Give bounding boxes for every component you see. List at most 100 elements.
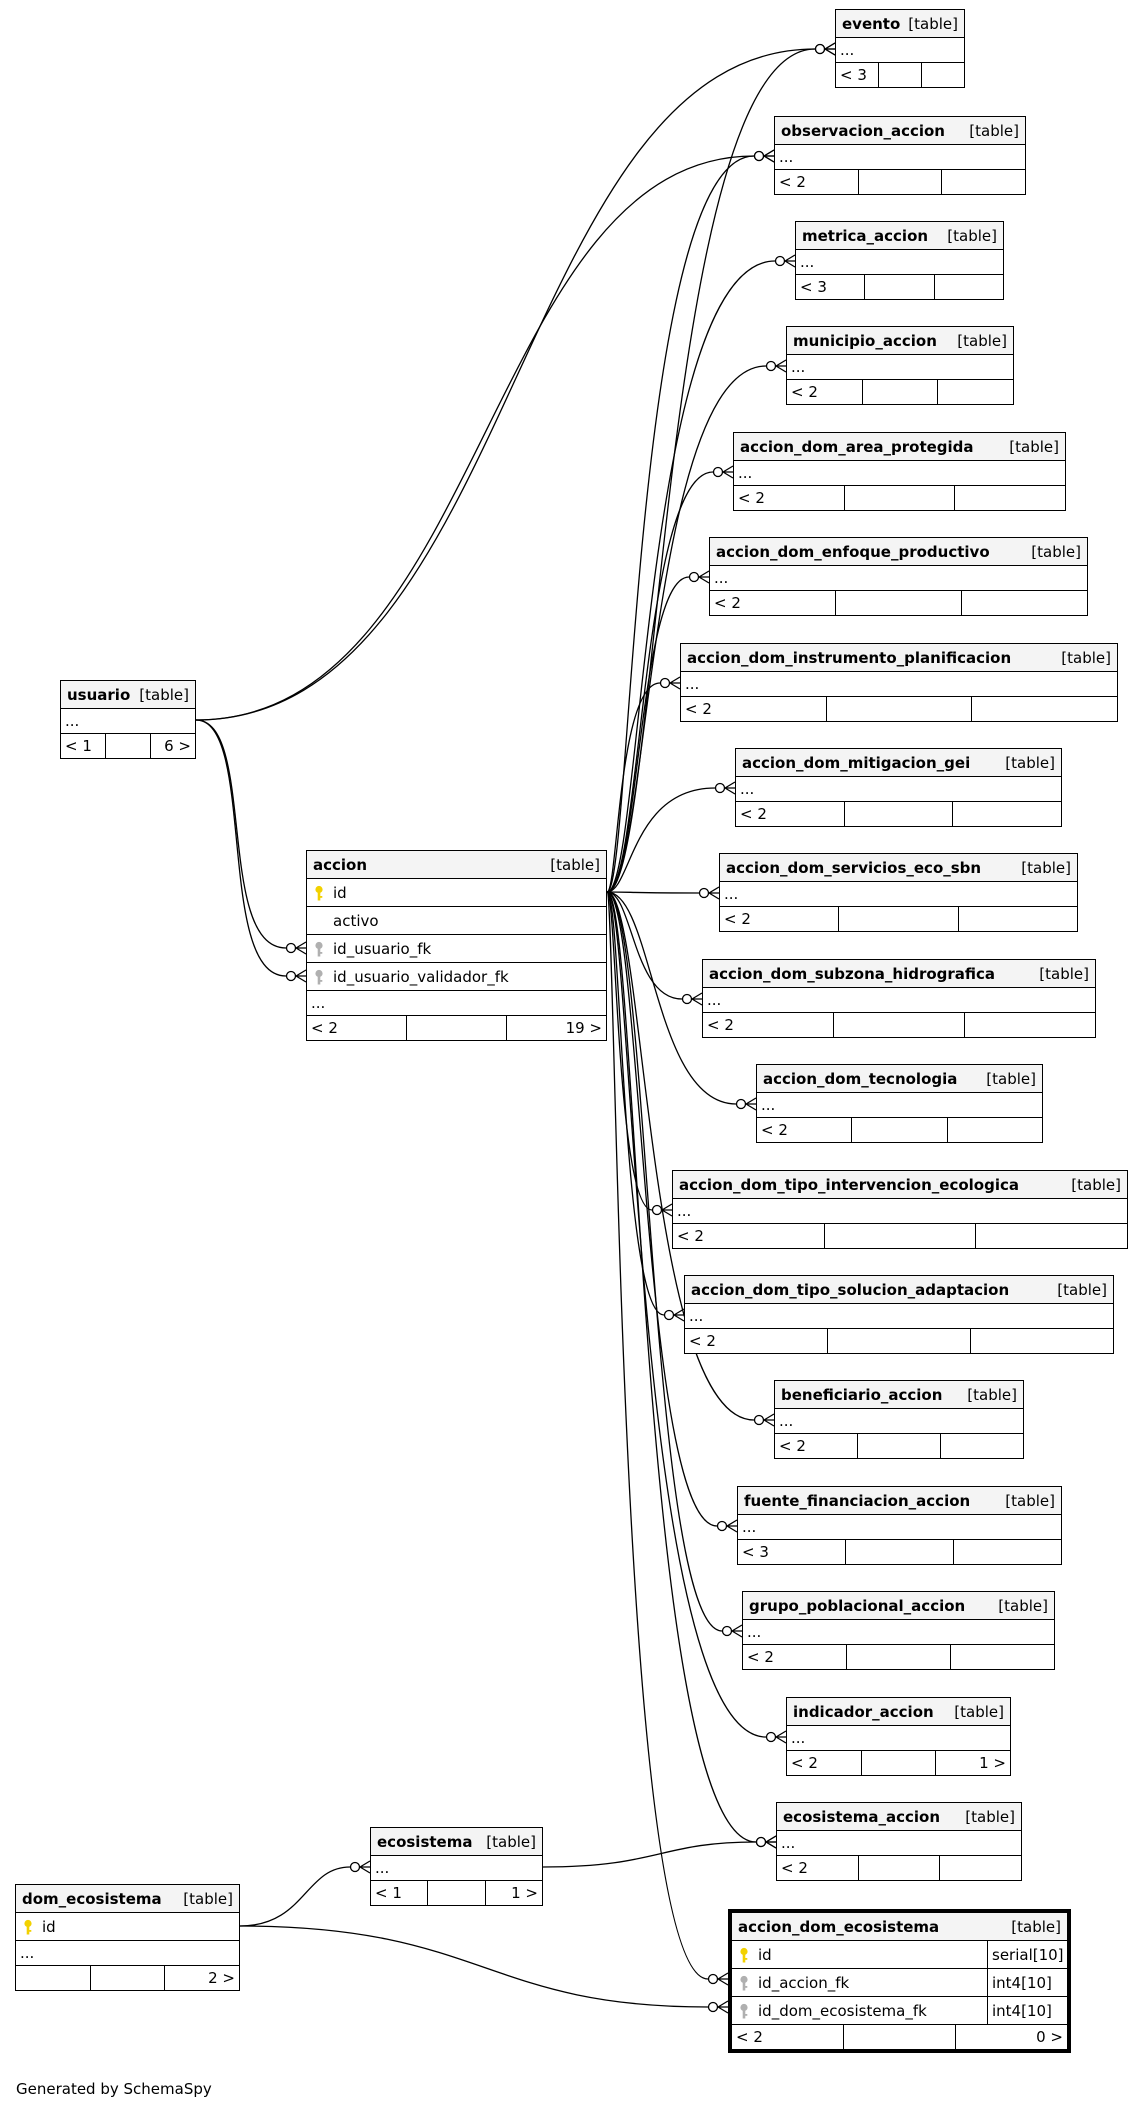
more-columns: ...	[16, 1941, 239, 1966]
table-footer: < 2	[787, 380, 1013, 404]
table-footer: < 2 1 >	[787, 1751, 1010, 1775]
relationship-line	[606, 891, 700, 894]
relationship-line	[606, 576, 690, 893]
parents-count: < 2	[714, 594, 741, 612]
relationship-line	[606, 891, 709, 1980]
footer-middle	[857, 1856, 940, 1880]
column-row[interactable]: activo	[307, 907, 606, 935]
footer-middle	[843, 486, 955, 510]
children-count	[971, 697, 1117, 721]
parents-count: < 2	[791, 383, 818, 401]
table-accion-dom-enfoque-productivo[interactable]: accion_dom_enfoque_productivo[table]...<…	[709, 537, 1088, 616]
foreign-key-icon	[313, 941, 325, 957]
table-name: municipio_accion	[793, 331, 937, 350]
relationship-line	[606, 155, 755, 893]
column-row[interactable]: id_usuario_fk	[307, 935, 606, 963]
table-kind: [table]	[986, 1069, 1036, 1088]
relationship-line	[239, 1866, 351, 1927]
table-header: accion_dom_tipo_intervencion_ecologica[t…	[673, 1171, 1127, 1199]
children-count	[970, 1329, 1113, 1353]
table-accion-dom-tipo-solucion-adaptacion[interactable]: accion_dom_tipo_solucion_adaptacion[tabl…	[684, 1275, 1114, 1354]
column-row[interactable]: id_usuario_validador_fk	[307, 963, 606, 991]
column-type: int4[10]	[987, 1997, 1067, 2024]
more-columns: ...	[775, 1409, 1023, 1434]
relationship-line	[239, 1925, 709, 2008]
table-municipio-accion[interactable]: municipio_accion[table]...< 2	[786, 326, 1014, 405]
parents-count: < 2	[781, 1859, 808, 1877]
relationship-line	[606, 682, 661, 893]
table-kind: [table]	[1005, 1491, 1055, 1510]
optional-many-marker	[707, 1973, 719, 1985]
optional-many-marker	[698, 887, 710, 899]
table-observacion-accion[interactable]: observacion_accion[table]...< 2	[774, 116, 1026, 195]
children-count	[937, 380, 1013, 404]
table-name: accion_dom_enfoque_productivo	[716, 542, 990, 561]
table-accion-dom-subzona-hidrografica[interactable]: accion_dom_subzona_hidrografica[table]..…	[702, 959, 1096, 1038]
children-count: 2 >	[164, 1966, 239, 1990]
table-accion-dom-area-protegida[interactable]: accion_dom_area_protegida[table]...< 2	[733, 432, 1066, 511]
table-header: accion_dom_area_protegida[table]	[734, 433, 1065, 461]
table-name: accion_dom_mitigacion_gei	[742, 753, 971, 772]
more-columns: ...	[787, 1726, 1010, 1751]
children-count	[950, 1645, 1054, 1669]
footer-middle	[843, 2025, 955, 2049]
more-columns: ...	[736, 777, 1061, 802]
table-fuente-financiacion-accion[interactable]: fuente_financiacion_accion[table]...< 3	[737, 1486, 1062, 1565]
table-ecosistema-accion[interactable]: ecosistema_accion[table]...< 2	[776, 1802, 1022, 1881]
column-type: int4[10]	[987, 1969, 1067, 1996]
table-name: fuente_financiacion_accion	[744, 1491, 971, 1510]
table-kind: [table]	[1021, 858, 1071, 877]
table-name: metrica_accion	[802, 226, 929, 245]
table-footer: < 2	[736, 802, 1061, 826]
table-dom-ecosistema[interactable]: dom_ecosistema[table]id...2 >	[15, 1884, 240, 1991]
table-kind: [table]	[969, 121, 1019, 140]
parents-count: < 2	[736, 2028, 763, 2046]
children-count: 19 >	[506, 1016, 606, 1040]
table-accion-dom-tecnologia[interactable]: accion_dom_tecnologia[table]...< 2	[756, 1064, 1043, 1143]
table-footer: < 2	[720, 907, 1077, 931]
footer-middle	[846, 1645, 950, 1669]
children-count	[940, 1434, 1023, 1458]
relationship-line	[606, 787, 716, 893]
relationship-line	[195, 48, 816, 721]
foreign-key-icon	[738, 1975, 750, 1991]
table-kind: [table]	[1039, 964, 1089, 983]
more-columns: ...	[681, 672, 1117, 697]
table-accion-dom-instrumento-planificacion[interactable]: accion_dom_instrumento_planificacion[tab…	[680, 643, 1118, 722]
table-accion-dom-tipo-intervencion-ecologica[interactable]: accion_dom_tipo_intervencion_ecologica[t…	[672, 1170, 1128, 1249]
table-name: ecosistema	[377, 1832, 473, 1851]
children-count: 1 >	[935, 1751, 1010, 1775]
table-grupo-poblacional-accion[interactable]: grupo_poblacional_accion[table]...< 2	[742, 1591, 1055, 1670]
table-metrica-accion[interactable]: metrica_accion[table]...< 3	[795, 221, 1004, 300]
table-beneficiario-accion[interactable]: beneficiario_accion[table]...< 2	[774, 1380, 1024, 1459]
optional-many-marker	[688, 571, 700, 583]
children-count	[933, 275, 1003, 299]
parents-count: < 2	[779, 173, 806, 191]
relationship-line	[542, 1841, 757, 1868]
parents-count: < 1	[65, 737, 92, 755]
optional-many-marker	[714, 782, 726, 794]
optional-many-marker	[735, 1098, 747, 1110]
table-header: accion_dom_tipo_solucion_adaptacion[tabl…	[685, 1276, 1113, 1304]
table-footer: < 3	[738, 1540, 1061, 1564]
table-accion-dom-servicios-eco-sbn[interactable]: accion_dom_servicios_eco_sbn[table]...< …	[719, 853, 1078, 932]
parents-count: < 2	[791, 1754, 818, 1772]
table-evento[interactable]: evento[table]...< 3	[835, 9, 965, 88]
table-accion-dom-mitigacion-gei[interactable]: accion_dom_mitigacion_gei[table]...< 2	[735, 748, 1062, 827]
column-type: serial[10]	[987, 1941, 1067, 1968]
table-header: accion_dom_subzona_hidrografica[table]	[703, 960, 1095, 988]
footer-middle	[838, 907, 957, 931]
column-row[interactable]: id	[307, 879, 606, 907]
optional-many-marker	[716, 1520, 728, 1532]
table-header: observacion_accion[table]	[775, 117, 1025, 145]
column-row[interactable]: id	[16, 1913, 239, 1941]
